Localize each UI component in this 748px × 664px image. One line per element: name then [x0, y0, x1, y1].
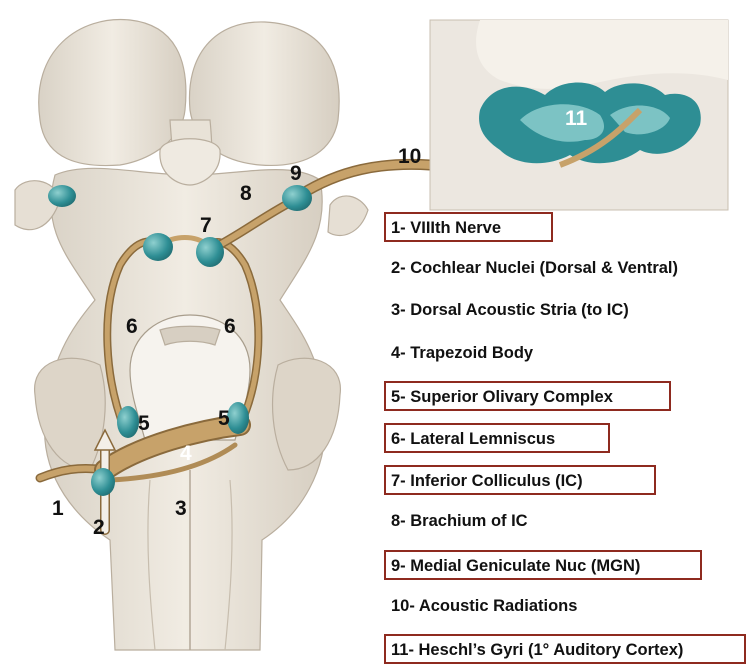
- label-5-left: 5: [138, 412, 150, 435]
- legend-item-6: 6- Lateral Lemniscus: [384, 423, 610, 453]
- label-7: 7: [200, 214, 212, 237]
- label-6-right: 6: [224, 315, 236, 338]
- label-5-right: 5: [218, 407, 230, 430]
- inferior-colliculus-left: [143, 233, 173, 261]
- label-4: 4: [180, 442, 192, 465]
- legend-item-11: 11- Heschl’s Gyri (1° Auditory Cortex): [384, 634, 746, 664]
- label-3: 3: [175, 497, 187, 520]
- legend-item-3: 3- Dorsal Acoustic Stria (to IC): [384, 296, 629, 326]
- legend-item-8: 8- Brachium of IC: [384, 507, 528, 537]
- label-1: 1: [52, 497, 64, 520]
- label-10: 10: [398, 145, 421, 168]
- label-2: 2: [93, 516, 105, 539]
- lateral-nucleus-left: [48, 185, 76, 207]
- label-6-left: 6: [126, 315, 138, 338]
- legend-item-9: 9- Medial Geniculate Nuc (MGN): [384, 550, 702, 580]
- legend-item-4: 4- Trapezoid Body: [384, 339, 533, 369]
- legend-item-7: 7- Inferior Colliculus (IC): [384, 465, 656, 495]
- label-9: 9: [290, 162, 302, 185]
- cochlear-nucleus-left: [91, 468, 115, 496]
- medial-geniculate: [282, 185, 312, 211]
- legend-item-2: 2- Cochlear Nuclei (Dorsal & Ventral): [384, 254, 678, 284]
- label-11: 11: [565, 107, 588, 130]
- olivary-complex-right: [227, 402, 249, 434]
- inferior-colliculus-right: [196, 237, 224, 267]
- legend-item-5: 5- Superior Olivary Complex: [384, 381, 671, 411]
- legend-item-1: 1- VIIIth Nerve: [384, 212, 553, 242]
- legend-item-10: 10- Acoustic Radiations: [384, 592, 577, 622]
- brainstem-illustration: [15, 20, 368, 650]
- olivary-complex-left: [117, 406, 139, 438]
- label-8: 8: [240, 182, 252, 205]
